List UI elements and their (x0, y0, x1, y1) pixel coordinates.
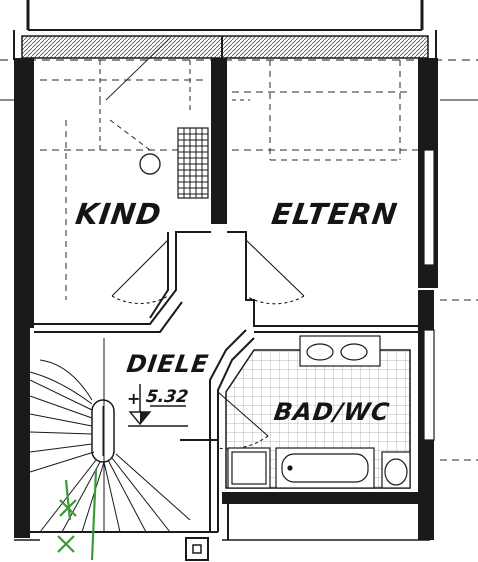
room-label-kind: KIND (74, 197, 164, 231)
room-outlines (30, 231, 418, 540)
sink-right (340, 343, 368, 361)
bottom-wall (222, 492, 420, 504)
top-frame (0, 0, 478, 101)
room-label-eltern: ELTERN (270, 197, 400, 231)
bad-door-leaf (217, 391, 269, 437)
eltern-furniture (232, 60, 478, 461)
west-wall (14, 58, 34, 328)
partition-kind-eltern (211, 58, 227, 224)
east-window (423, 149, 435, 441)
sink-left (306, 343, 334, 361)
west-wall-lower (14, 328, 30, 538)
green-markings (57, 469, 98, 561)
level-marker (128, 384, 188, 427)
shower-tray (227, 447, 271, 489)
chimney-symbol (14, 537, 430, 561)
doors (111, 239, 305, 450)
kind-door-leaf (111, 239, 169, 297)
bad-door-swing (217, 435, 269, 450)
toilet-bowl (384, 458, 408, 486)
room-label-diele: DIELE (125, 350, 211, 378)
room-label-bad: BAD/WC (272, 398, 392, 426)
eltern-door-swing (245, 295, 305, 305)
ventilation-shaft (177, 127, 209, 199)
level-sign: + (127, 389, 140, 408)
level-value: 5.32 (145, 387, 190, 407)
bathroom-fixtures (227, 335, 411, 489)
eltern-door-leaf (245, 239, 305, 297)
staircase (29, 338, 191, 533)
